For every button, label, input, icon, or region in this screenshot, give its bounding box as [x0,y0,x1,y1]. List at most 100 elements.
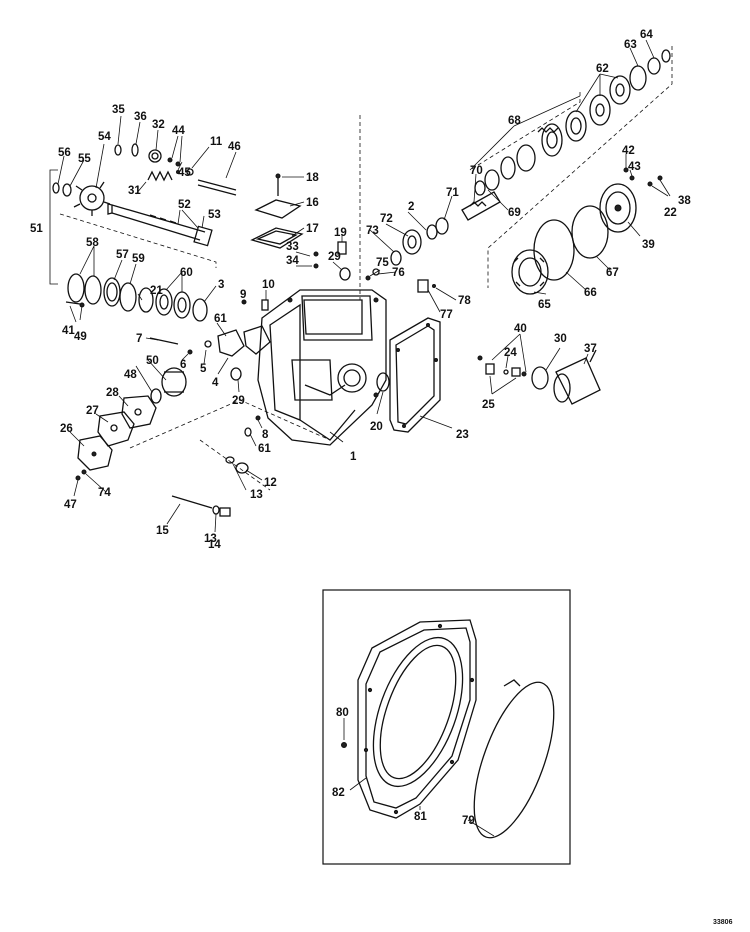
callout-22: 22 [664,207,677,219]
motor-37 [553,349,601,405]
callout-10: 10 [262,279,275,291]
callout-64: 64 [640,29,653,41]
guide-line-cover [487,46,673,288]
callout-34: 34 [286,255,299,267]
part-55 [62,183,72,197]
catalog-number: 33806 [713,919,733,926]
part-6 [187,349,193,355]
part-78 [432,284,436,288]
callout-2: 2 [408,201,414,213]
callout-19: 19 [334,227,347,239]
bolt-47 [75,475,81,481]
callout-11: 11 [210,136,223,148]
callout-42: 42 [622,145,635,157]
callout-29: 29 [328,251,341,263]
callout-13: 13 [204,533,217,545]
screw-80 [341,742,347,748]
part-25a [485,363,495,375]
guide-line-lower [199,439,271,491]
bolt-41 [65,301,81,305]
part-40a [477,355,483,361]
part-48 [150,388,162,404]
part-35 [114,144,122,156]
callout-23: 23 [456,429,469,441]
part-40b [521,371,527,377]
part-25b [511,367,521,377]
gear-72-inner [407,235,417,249]
callout-20: 20 [370,421,383,433]
callout-52: 52 [178,199,191,211]
callout-13: 13 [250,489,263,501]
callout-25: 25 [482,399,495,411]
callout-77: 77 [440,309,453,321]
callout-40: 40 [514,323,527,335]
part-69 [474,180,486,196]
gear-72 [402,229,422,255]
callout-82: 82 [332,787,345,799]
part-77 [417,279,429,293]
bearing-60b [173,291,191,319]
callout-29: 29 [232,395,245,407]
part-29b [230,367,242,381]
callout-55: 55 [78,153,91,165]
gasket-17-inner [255,230,298,245]
part-12 [235,462,249,474]
part-36 [131,143,139,157]
callout-44: 44 [172,125,185,137]
bearing-60a [155,288,173,316]
part-59 [119,282,137,312]
part-13b [212,505,220,515]
cover-16 [254,199,302,219]
washer-74 [81,469,87,475]
callout-48: 48 [124,369,137,381]
callout-37: 37 [584,343,597,355]
ring-gear-65 [511,249,549,295]
callout-27: 27 [86,405,99,417]
callout-56: 56 [58,147,71,159]
leader-lines [57,39,671,837]
callout-28: 28 [106,387,119,399]
oring-66 [533,219,575,281]
callout-68: 68 [508,115,521,127]
part-22 [647,181,653,187]
callout-50: 50 [146,355,159,367]
part-21 [138,287,154,313]
bell-housing-39 [599,183,637,233]
inset-frame [322,589,571,865]
bearing-60b-inner [177,297,187,313]
guide-line-pump [129,399,331,449]
callout-70: 70 [470,165,483,177]
callout-18: 18 [306,172,319,184]
callout-4: 4 [212,377,219,389]
callout-49: 49 [74,331,87,343]
callout-5: 5 [200,363,207,375]
callout-26: 26 [60,423,73,435]
part-13a [225,456,235,464]
part-38 [657,175,663,181]
part-71 [435,217,449,235]
part-57-inner [106,282,118,302]
callout-51: 51 [30,223,43,235]
callout-14: 14 [208,539,221,551]
callout-81: 81 [414,811,427,823]
rod-46 [197,179,237,196]
part-44a [167,157,173,163]
callout-7: 7 [136,333,142,345]
oring-67 [571,205,609,259]
seal-58a [67,273,85,303]
callout-41: 41 [62,325,75,337]
part-3 [192,298,208,322]
callout-47: 47 [64,499,77,511]
callout-69: 69 [508,207,521,219]
lever-61a [243,325,271,355]
callout-58: 58 [86,237,99,249]
part-61b [244,427,252,437]
callout-31: 31 [128,185,141,197]
callout-6: 6 [180,359,186,371]
callout-60: 60 [180,267,193,279]
callout-16: 16 [306,197,319,209]
callout-71: 71 [446,187,459,199]
part-30 [531,366,549,390]
part-73 [390,250,402,266]
